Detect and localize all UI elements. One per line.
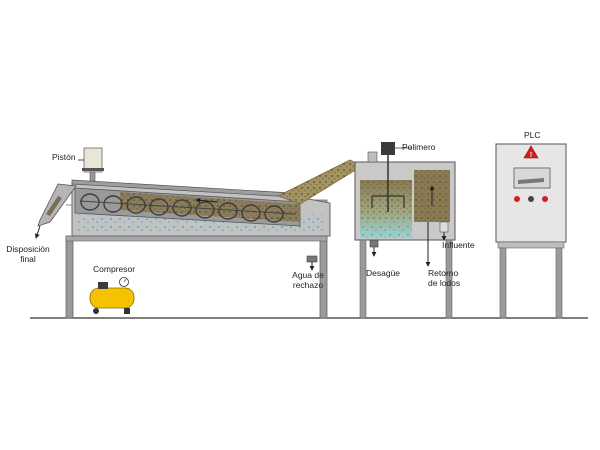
label-disposal: Disposición final xyxy=(6,244,50,264)
flocculation-tank xyxy=(354,142,456,319)
plc-button-mode[interactable] xyxy=(528,196,534,202)
screw-flights xyxy=(80,193,284,223)
plc-cabinet: ! xyxy=(495,143,567,319)
warning-icon: ! xyxy=(523,145,539,159)
screw-press xyxy=(37,147,363,319)
label-drain: Desagüe xyxy=(366,268,401,278)
press-leg-left xyxy=(65,235,74,319)
label-plc: PLC xyxy=(524,130,541,140)
label-sludge-return: Retorno de lodos xyxy=(428,268,461,288)
mixer-motor xyxy=(381,142,395,155)
plc-button-stop[interactable] xyxy=(542,196,548,202)
piston xyxy=(82,147,104,182)
air-compressor xyxy=(89,277,135,314)
svg-text:!: ! xyxy=(530,152,532,159)
label-compressor: Compresor xyxy=(93,264,136,274)
label-polymer: Polimero xyxy=(402,142,436,152)
label-reject-water: Agua de rechazo xyxy=(292,270,324,290)
flow-arrow-icon xyxy=(195,197,219,203)
plc-display xyxy=(513,167,551,189)
plc-button-start[interactable] xyxy=(514,196,520,202)
reject-water-outlet xyxy=(306,255,318,263)
label-influent: Influente xyxy=(442,240,475,250)
label-piston: Pistón xyxy=(52,152,76,162)
